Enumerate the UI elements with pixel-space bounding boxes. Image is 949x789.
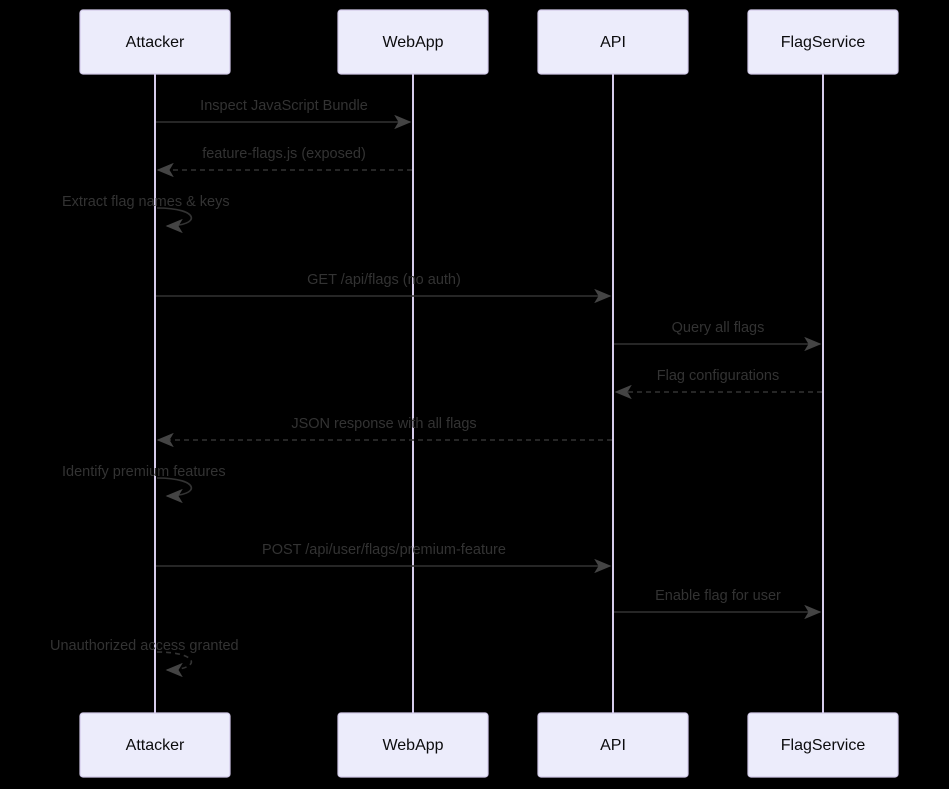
message-2-self-call[interactable]: Extract flag names & keys [62,194,230,234]
participant-box [537,9,689,75]
participant-box [79,712,231,778]
lifelines-group [154,74,824,713]
participant-attacker-top[interactable]: Attacker [79,9,231,75]
self-loop-path [156,477,193,504]
message-5-return[interactable]: Flag configurations [614,368,822,400]
message-3-call[interactable]: GET /api/flags (no auth) [156,272,612,304]
message-label: POST /api/user/flags/premium-feature [262,542,506,558]
message-label: Query all flags [672,320,765,336]
message-label: GET /api/flags (no auth) [307,272,461,288]
message-label: Identify premium features [62,464,226,480]
participant-api-top[interactable]: API [537,9,689,75]
message-9-call[interactable]: Enable flag for user [614,588,822,620]
self-loop-path [156,651,193,678]
participant-label: API [600,737,626,754]
participant-label: Attacker [126,737,185,754]
participant-label: FlagService [781,34,866,51]
participant-attacker-bottom[interactable]: Attacker [79,712,231,778]
participant-flagservice-bottom[interactable]: FlagService [747,712,899,778]
participant-box [337,712,489,778]
message-6-return[interactable]: JSON response with all flags [156,416,612,448]
participant-box [537,712,689,778]
participant-webapp-bottom[interactable]: WebApp [337,712,489,778]
self-loop-path [156,207,193,234]
message-7-self-call[interactable]: Identify premium features [62,464,226,504]
message-10-self-return[interactable]: Unauthorized access granted [50,638,239,678]
message-0-call[interactable]: Inspect JavaScript Bundle [156,98,412,130]
participant-label: WebApp [382,737,443,754]
participant-box [747,712,899,778]
participant-label: API [600,34,626,51]
message-label: feature-flags.js (exposed) [202,146,366,162]
message-4-call[interactable]: Query all flags [614,320,822,352]
participant-label: Attacker [126,34,185,51]
participant-api-bottom[interactable]: API [537,712,689,778]
participant-box [747,9,899,75]
message-label: Inspect JavaScript Bundle [200,98,368,114]
participant-box [337,9,489,75]
message-label: Extract flag names & keys [62,194,230,210]
participants-top-group: Attacker WebApp API FlagService [79,9,899,75]
message-label: JSON response with all flags [291,416,476,432]
participants-bottom-group: Attacker WebApp API FlagService [79,712,899,778]
message-8-call[interactable]: POST /api/user/flags/premium-feature [156,542,612,574]
participant-box [79,9,231,75]
participant-webapp-top[interactable]: WebApp [337,9,489,75]
message-label: Enable flag for user [655,588,781,604]
message-label: Unauthorized access granted [50,638,239,654]
messages-group: Inspect JavaScript Bundle feature-flags.j… [50,98,822,678]
participant-label: WebApp [382,34,443,51]
participant-label: FlagService [781,737,866,754]
message-1-return[interactable]: feature-flags.js (exposed) [156,146,412,178]
participant-flagservice-top[interactable]: FlagService [747,9,899,75]
message-label: Flag configurations [657,368,780,384]
